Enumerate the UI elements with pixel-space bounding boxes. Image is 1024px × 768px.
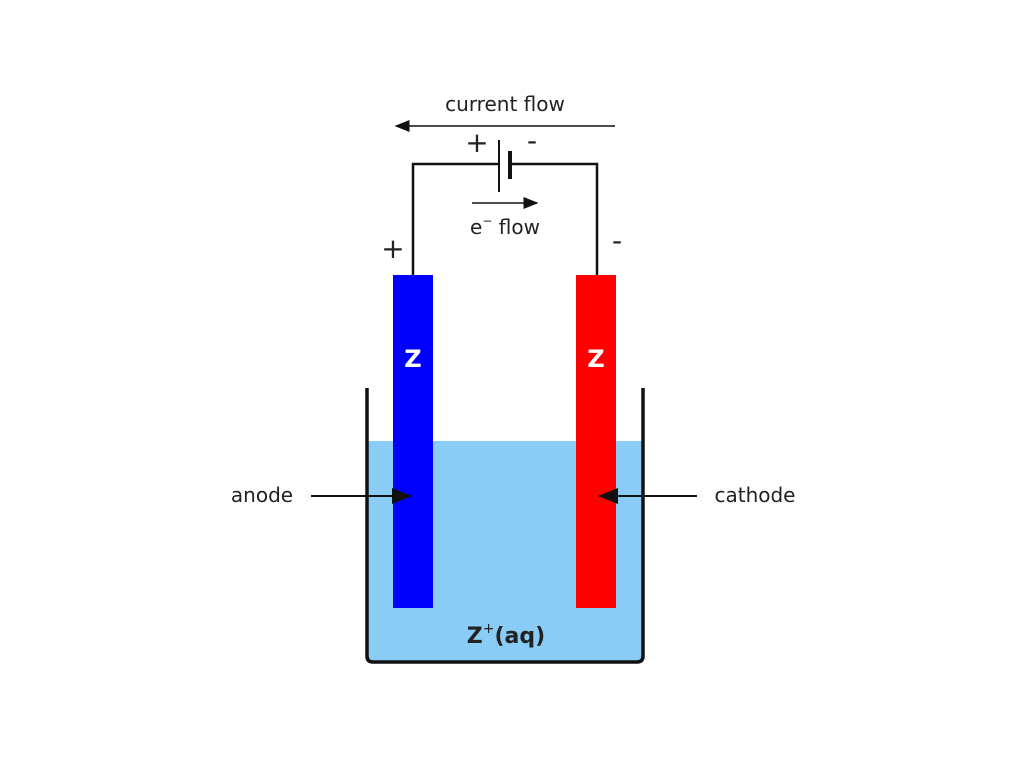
electron-flow-label: e− flow (470, 214, 540, 239)
anode-polarity-sign: + (381, 232, 404, 265)
beaker (365, 388, 645, 664)
cathode-polarity-sign: - (612, 224, 622, 257)
circuit-wire-left (411, 162, 499, 275)
battery-positive-sign: + (465, 126, 488, 159)
electrolyte-state: (aq) (494, 624, 545, 649)
circuit-wire-right (510, 162, 599, 275)
electrolyte-ion-symbol: Z (467, 624, 483, 649)
anode-electrode-label: Z (404, 345, 421, 373)
battery-negative-sign: - (527, 124, 537, 157)
anode-label: anode (231, 483, 293, 507)
anode-electrode (393, 275, 433, 608)
current-flow-label: current flow (445, 92, 565, 116)
electrolyte-label: Z+(aq) (467, 621, 545, 649)
electron-symbol: e (470, 215, 482, 239)
electron-flow-word: flow (492, 215, 540, 239)
electron-charge: − (482, 214, 492, 228)
cathode-electrode-label: Z (587, 345, 604, 373)
electrolyte-ion-charge: + (483, 621, 495, 637)
cathode-label: cathode (714, 483, 795, 507)
cathode-electrode (576, 275, 616, 608)
battery-icon (498, 140, 512, 192)
